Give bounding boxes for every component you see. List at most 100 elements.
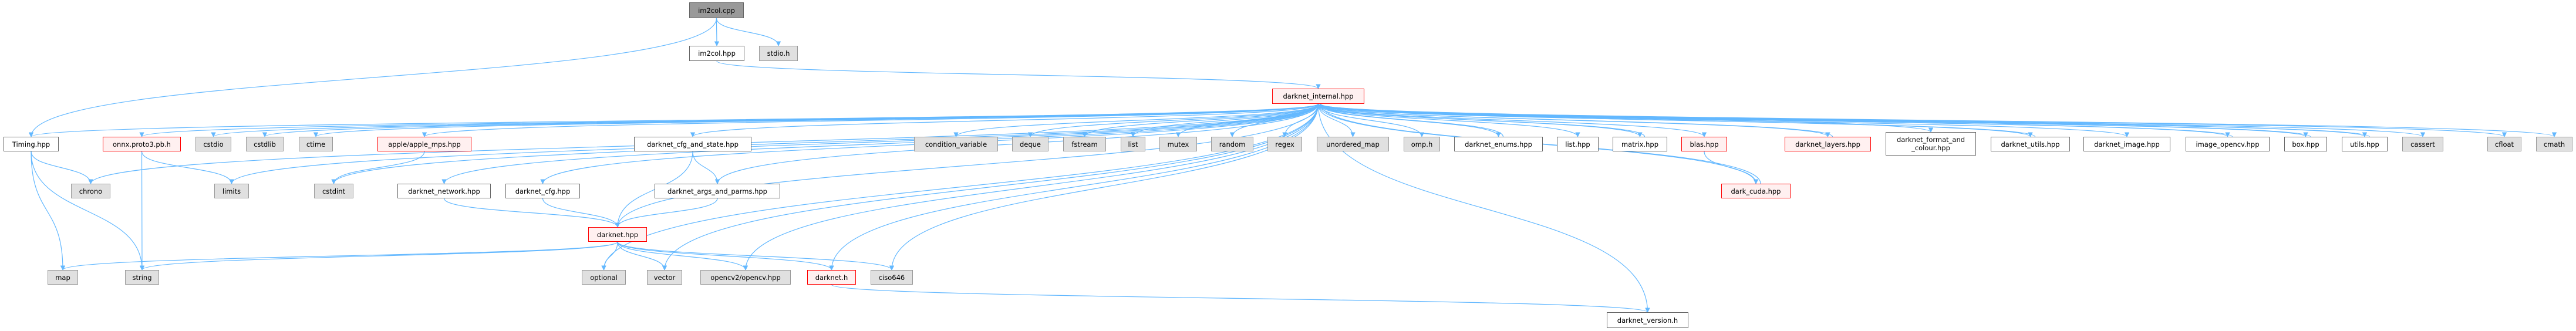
node-apple-mps[interactable]: apple/apple_mps.hpp	[377, 137, 471, 151]
edge-darknet-internal-to-blas-hpp	[1317, 103, 1707, 137]
edge-darknet-hpp-to-map	[60, 241, 618, 271]
node-chrono[interactable]: chrono	[71, 184, 110, 198]
edge-darknet-internal-to-opencv	[743, 103, 1319, 271]
edge-darknet-hpp-to-vector	[617, 241, 667, 271]
node-omp-h[interactable]: omp.h	[1404, 137, 1440, 151]
node-cfloat[interactable]: cfloat	[2487, 137, 2521, 151]
node-darknet-image[interactable]: darknet_image.hpp	[2083, 137, 2170, 151]
edge-darknet-internal-to-ctime	[313, 103, 1319, 137]
node-darknet-enums[interactable]: darknet_enums.hpp	[1454, 137, 1543, 151]
node-cassert[interactable]: cassert	[2402, 137, 2443, 151]
edge-im2col-cpp-to-timing	[28, 18, 717, 137]
node-image-opencv[interactable]: image_opencv.hpp	[2186, 137, 2270, 151]
edge-darknet-hpp-to-string	[140, 241, 618, 271]
node-ctime[interactable]: ctime	[299, 137, 333, 151]
node-format-colour[interactable]: darknet_format_and _colour.hpp	[1886, 132, 1976, 156]
edge-im2col-hpp-to-darknet-internal	[716, 60, 1321, 89]
node-matrix-hpp[interactable]: matrix.hpp	[1613, 137, 1667, 151]
edge-blas-hpp-to-dark-cuda	[1704, 151, 1759, 184]
node-darknet-version[interactable]: darknet_version.h	[1607, 312, 1688, 328]
edge-darknet-h-to-darknet-version	[831, 284, 1650, 313]
edge-args-and-parms-to-darknet-hpp	[615, 198, 718, 228]
node-darknet-h[interactable]: darknet.h	[807, 270, 856, 285]
node-darknet-internal[interactable]: darknet_internal.hpp	[1272, 89, 1364, 104]
edge-darknet-internal-to-apple-mps	[422, 103, 1319, 137]
node-box-hpp[interactable]: box.hpp	[2284, 137, 2327, 151]
edge-darknet-internal-to-mutex	[1175, 103, 1319, 137]
edge-onnx-to-string	[139, 151, 145, 271]
node-limits[interactable]: limits	[214, 184, 249, 198]
node-cfg-and-state[interactable]: darknet_cfg_and_state.hpp	[634, 137, 751, 151]
node-im2col-cpp[interactable]: im2col.cpp	[689, 2, 744, 18]
edge-darknet-network-to-darknet-hpp	[443, 198, 621, 228]
edge-darknet-hpp-to-darknet-h	[617, 241, 834, 271]
edge-darknet-internal-to-deque	[1027, 103, 1319, 137]
edge-cfg-and-state-to-args-and-parms	[692, 151, 720, 184]
edge-darknet-internal-to-cmath	[1317, 103, 2557, 137]
node-args-and-parms[interactable]: darknet_args_and_parms.hpp	[655, 184, 780, 198]
edge-utils-hpp-to-darknet-internal	[1318, 103, 2370, 137]
node-list[interactable]: list	[1121, 137, 1145, 151]
edge-timing-to-chrono	[31, 151, 93, 184]
node-im2col-hpp[interactable]: im2col.hpp	[689, 46, 744, 61]
edge-darknet-internal-to-darknet-network	[441, 103, 1319, 184]
edge-darknet-utils-to-darknet-internal	[1318, 103, 2036, 137]
node-darknet-network[interactable]: darknet_network.hpp	[397, 184, 491, 198]
node-darknet-hpp[interactable]: darknet.hpp	[588, 227, 647, 242]
node-opencv[interactable]: opencv2/opencv.hpp	[700, 270, 791, 285]
node-string[interactable]: string	[125, 270, 159, 285]
node-list-hpp[interactable]: list.hpp	[1557, 137, 1599, 151]
edge-darknet-internal-to-omp-h	[1317, 103, 1425, 137]
edge-onnx-to-limits	[141, 151, 234, 184]
node-cstdio[interactable]: cstdio	[195, 137, 231, 151]
node-darknet-utils[interactable]: darknet_utils.hpp	[1991, 137, 2070, 151]
edge-darknet-internal-to-darknet-hpp	[615, 103, 1319, 228]
edge-darknet-hpp-to-ciso646	[617, 241, 895, 271]
node-utils-hpp[interactable]: utils.hpp	[2342, 137, 2388, 151]
edge-darknet-internal-to-cstdint	[331, 103, 1319, 184]
edge-darknet-internal-to-timing	[29, 103, 1319, 137]
node-stdio-h[interactable]: stdio.h	[759, 46, 798, 61]
edge-darknet-internal-to-unordered-map	[1317, 103, 1356, 137]
node-darknet-cfg[interactable]: darknet_cfg.hpp	[505, 184, 580, 198]
node-darknet-layers[interactable]: darknet_layers.hpp	[1785, 137, 1871, 151]
edge-apple-mps-to-cstdint	[331, 151, 425, 184]
node-map[interactable]: map	[48, 270, 78, 285]
node-cstdint[interactable]: cstdint	[314, 184, 353, 198]
node-ciso646[interactable]: ciso646	[871, 270, 913, 285]
node-blas-hpp[interactable]: blas.hpp	[1681, 137, 1727, 151]
edge-im2col-cpp-to-stdio-h	[716, 18, 781, 46]
node-regex[interactable]: regex	[1267, 137, 1302, 151]
node-cstdlib[interactable]: cstdlib	[246, 137, 284, 151]
node-optional[interactable]: optional	[582, 270, 626, 285]
node-vector[interactable]: vector	[647, 270, 682, 285]
edge-darknet-internal-to-condition-variable	[953, 103, 1319, 137]
edge-darknet-internal-to-darknet-image	[1317, 103, 2129, 137]
edge-darknet-internal-to-cfg-and-state	[690, 103, 1319, 137]
edge-darknet-internal-to-darknet-version	[1317, 103, 1650, 313]
edge-darknet-internal-to-limits	[229, 103, 1319, 184]
edge-darknet-layers-to-darknet-internal	[1318, 103, 1833, 137]
node-condition-variable[interactable]: condition_variable	[914, 137, 998, 151]
node-timing[interactable]: Timing.hpp	[4, 137, 59, 151]
edge-timing-to-string	[31, 151, 145, 271]
edge-darknet-internal-to-random	[1229, 103, 1319, 137]
node-mutex[interactable]: mutex	[1159, 137, 1197, 151]
edge-darknet-internal-to-fstream	[1082, 103, 1319, 137]
edge-image-opencv-to-darknet-internal	[1318, 103, 2233, 137]
edge-darknet-hpp-to-opencv	[617, 241, 748, 271]
node-random[interactable]: random	[1211, 137, 1253, 151]
edge-darknet-internal-to-regex	[1282, 103, 1319, 137]
node-cmath[interactable]: cmath	[2536, 137, 2572, 151]
edge-darknet-internal-to-list-hpp	[1317, 103, 1580, 137]
node-onnx[interactable]: onnx.proto3.pb.h	[103, 137, 181, 151]
node-dark-cuda[interactable]: dark_cuda.hpp	[1721, 184, 1791, 198]
node-fstream[interactable]: fstream	[1063, 137, 1106, 151]
edge-darknet-hpp-to-optional	[601, 241, 618, 271]
edge-darknet-cfg-to-darknet-hpp	[542, 198, 621, 228]
node-unordered-map[interactable]: unordered_map	[1317, 137, 1389, 151]
node-deque[interactable]: deque	[1012, 137, 1048, 151]
edge-darknet-internal-to-list	[1130, 103, 1319, 137]
